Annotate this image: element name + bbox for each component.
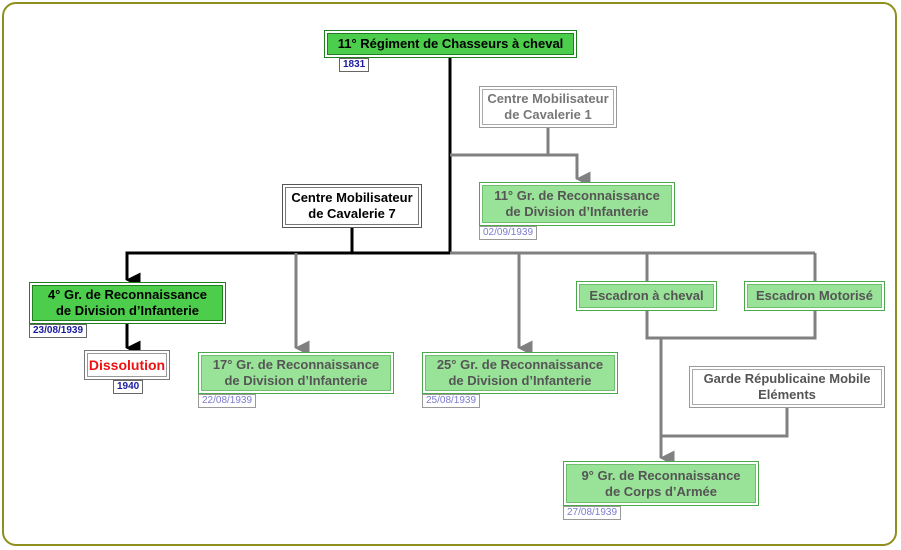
escadrons-merge-line [645,311,817,340]
node-gr9-line1: 9° Gr. de Reconnaissance [581,467,741,483]
node-cmc1-line2: de Cavalerie 1 [504,107,592,122]
node-garde: Garde Républicaine Mobile Eléments [689,366,885,408]
node-gr25-line2: de Division d’Infanterie [448,373,592,388]
node-gr11-date: 02/09/1939 [479,226,538,240]
node-gr4: 4° Gr. de Reconnaissance de Division d’I… [29,282,226,324]
node-gr9-date: 27/08/1939 [563,506,622,520]
node-cmc7-line1: Centre Mobilisateur [291,190,413,205]
node-gr9: 9° Gr. de Reconnaissance de Corps d’Armé… [563,461,759,506]
node-gr17-line2: de Division d’Infanterie [224,373,368,388]
node-gr11-line1: 11° Gr. de Reconnaissance [494,188,660,203]
node-escadron-motorise-label: Escadron Motorisé [755,288,874,303]
node-regiment: 11° Régiment de Chasseurs à cheval [324,30,577,58]
node-gr4-line1: 4° Gr. de Reconnaissance [47,287,208,302]
node-cmc1-line1: Centre Mobilisateur [487,91,609,106]
node-cmc7-line2: de Cavalerie 7 [308,206,396,221]
node-escadron-cheval-label: Escadron à cheval [589,288,704,303]
node-gr17-date: 22/08/1939 [198,394,257,408]
node-regiment-label: 11° Régiment de Chasseurs à cheval [337,36,564,51]
node-gr25-date: 25/08/1939 [422,394,481,408]
node-garde-line1: Garde Républicaine Mobile [703,371,871,386]
node-gr25: 25° Gr. de Reconnaissance de Division d’… [422,352,618,394]
node-escadron-motorise: Escadron Motorisé [744,281,885,311]
node-dissolution-label: Dissolution [88,357,166,373]
gr11-arrow [450,153,591,187]
node-gr11-line2: de Division d’Infanterie [505,204,649,219]
node-gr9-line2: de Corps d’Armée [605,483,717,499]
node-gr4-line2: de Division d’Infanterie [55,303,200,318]
node-gr25-line1: 25° Gr. de Reconnaissance [436,357,604,372]
node-garde-line2: Eléments [758,387,816,402]
node-gr11: 11° Gr. de Reconnaissance de Division d’… [479,182,675,226]
gr4-arrow [125,251,450,288]
node-dissolution: Dissolution [84,350,170,380]
node-gr4-date: 23/08/1939 [29,324,88,338]
node-escadron-cheval: Escadron à cheval [576,281,717,311]
node-cmc7: Centre Mobilisateur de Cavalerie 7 [282,184,422,228]
node-gr17-line1: 17° Gr. de Reconnaissance [212,357,380,372]
node-dissolution-date: 1940 [113,380,144,394]
node-gr17: 17° Gr. de Reconnaissance de Division d’… [198,352,394,394]
node-regiment-date: 1831 [339,58,370,72]
node-cmc1: Centre Mobilisateur de Cavalerie 1 [479,86,617,128]
garde-link-line [661,408,789,438]
